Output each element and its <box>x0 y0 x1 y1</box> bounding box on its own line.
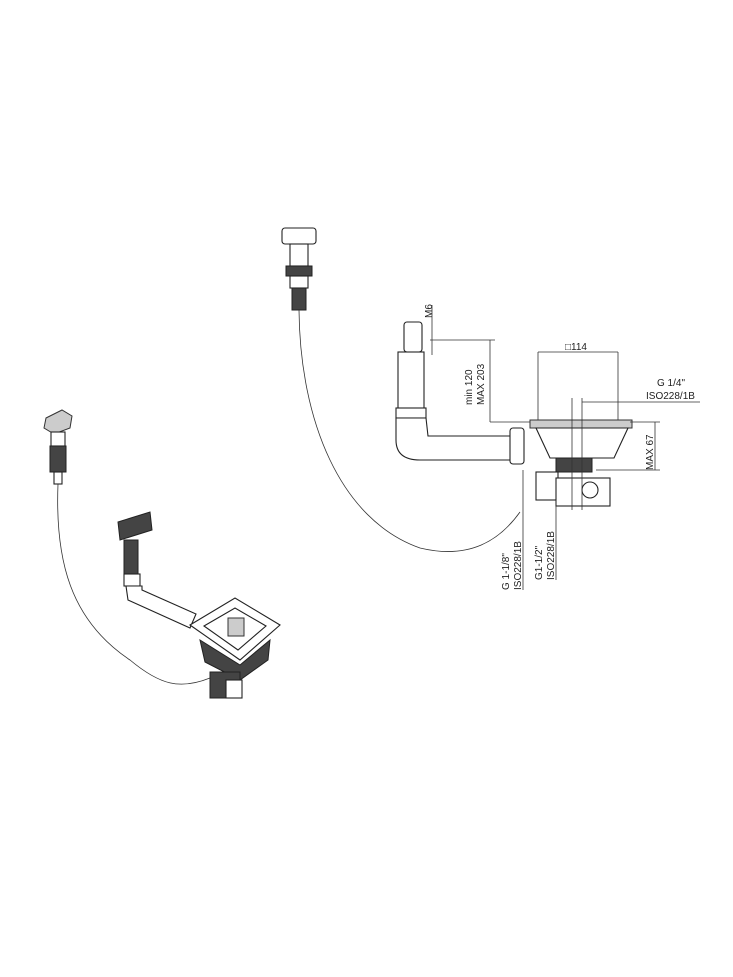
dimension-labels: M6 min 120 MAX 203 □114 G 1/4" ISO228/1B… <box>424 304 695 590</box>
right-basket <box>529 419 633 507</box>
dimension-lines <box>430 305 700 590</box>
max67-label: MAX 67 <box>645 434 656 470</box>
isometric-assembly <box>43 409 281 699</box>
side-view-assembly: M6 min 120 MAX 203 □114 G 1/4" ISO228/1B… <box>281 227 700 590</box>
g118-iso-label: ISO228/1B <box>513 541 524 590</box>
g14-label: G 1/4" <box>657 378 685 389</box>
g118-label: G 1-1/8" <box>501 553 512 590</box>
left-pull-knob <box>43 409 73 485</box>
right-overflow <box>395 321 525 465</box>
left-cable <box>57 483 211 685</box>
left-basket <box>188 597 281 699</box>
right-pull-knob <box>281 227 317 311</box>
left-overflow <box>117 511 197 629</box>
max-height-label: MAX 203 <box>476 363 487 405</box>
min-height-label: min 120 <box>464 369 475 405</box>
g14-iso-label: ISO228/1B <box>646 391 695 402</box>
right-cable <box>298 309 521 552</box>
square-size-label: □114 <box>565 342 587 353</box>
g112-label: G1-1/2" <box>534 545 545 580</box>
g112-iso-label: ISO228/1B <box>546 531 557 580</box>
m6-label: M6 <box>424 304 435 318</box>
